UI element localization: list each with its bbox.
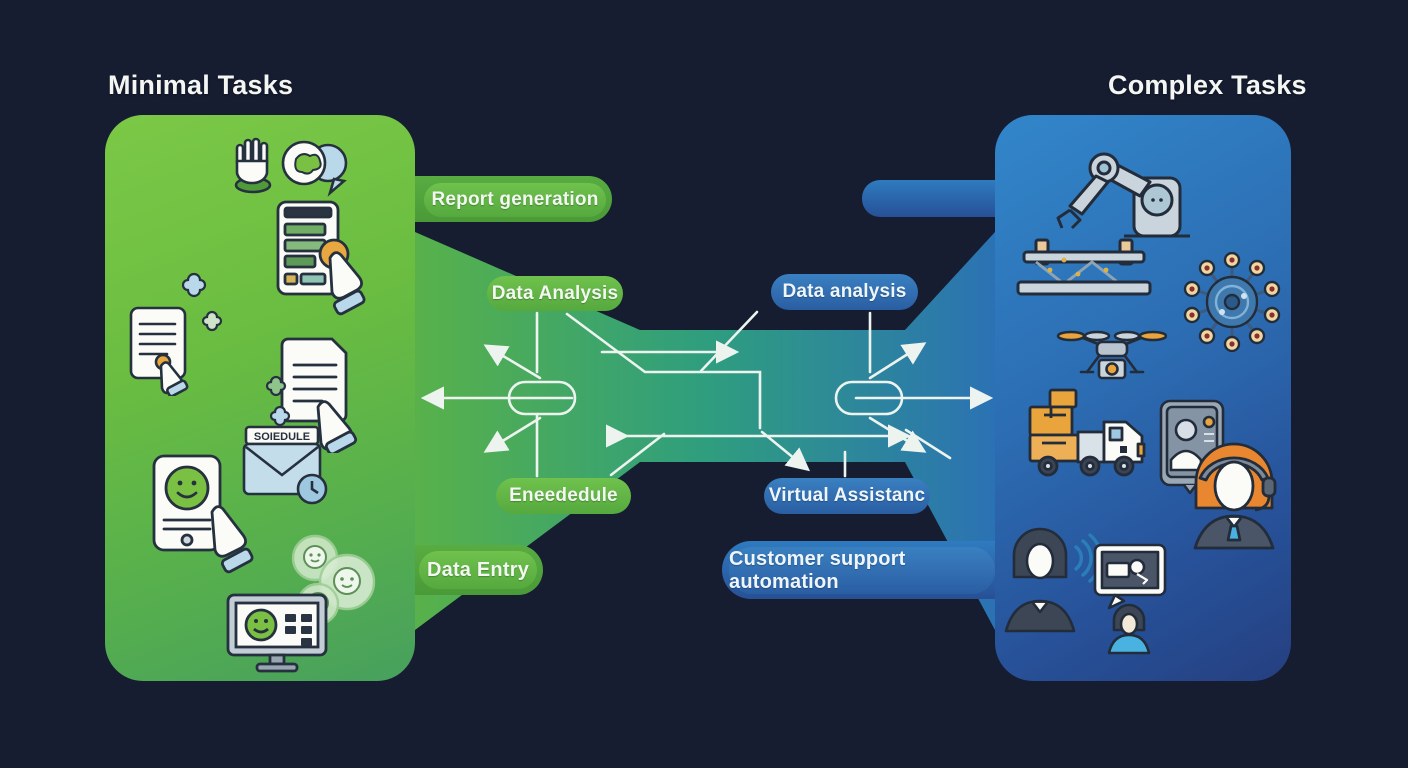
complex-tasks-title: Complex Tasks — [1108, 70, 1307, 100]
trace-diagonal-blue — [699, 310, 759, 373]
minimal-tasks-title: Minimal Tasks — [108, 70, 294, 100]
chat-bubbles-icon — [278, 137, 352, 197]
support-agent-icon — [1185, 438, 1283, 550]
arrow-up-right — [868, 342, 927, 380]
arrow-to-virtual-assistance — [760, 430, 811, 472]
phone-smiley-icon — [150, 450, 265, 578]
data-analysis-right-pill: Data analysis — [771, 274, 918, 310]
trace-diagonal-right — [904, 428, 952, 460]
robot-arm-icon — [1012, 148, 1192, 298]
monitor-smiley-icon — [225, 592, 331, 676]
businesswoman-wave-icon — [1002, 525, 1102, 633]
data-entry-pill: Data Entry — [419, 551, 537, 589]
document-click-icon — [125, 300, 207, 396]
report-generation-pill: Report generation — [424, 183, 606, 217]
virtual-assistance-pill: Virtual Assistanc — [764, 478, 930, 514]
hand-wave-icon — [225, 135, 283, 197]
monitor-person-icon — [1085, 543, 1167, 655]
eneededule-pill: Eneededule — [496, 478, 631, 514]
customer-support-pill: Customer support automation — [729, 547, 995, 594]
trace-diagonal-green — [609, 432, 666, 477]
envelope-label: SOIEDULE — [254, 431, 310, 443]
document-puzzle-hand-icon — [262, 335, 370, 453]
stadium-right — [834, 380, 904, 416]
drone-icon — [1055, 328, 1167, 394]
phone-tap-icon — [272, 198, 372, 320]
truck-boxes-icon — [1022, 388, 1150, 480]
envelope-schedule-icon: SOIEDULE — [238, 425, 334, 507]
puzzle-piece-icon — [178, 270, 230, 340]
stadium-left — [507, 380, 577, 416]
arrow-up-left — [483, 344, 542, 380]
arrow-down-left — [483, 416, 542, 453]
data-analysis-left-pill: Data Analysis — [487, 276, 623, 311]
gear-hub-icon — [1182, 252, 1282, 352]
trace-step — [565, 312, 762, 430]
